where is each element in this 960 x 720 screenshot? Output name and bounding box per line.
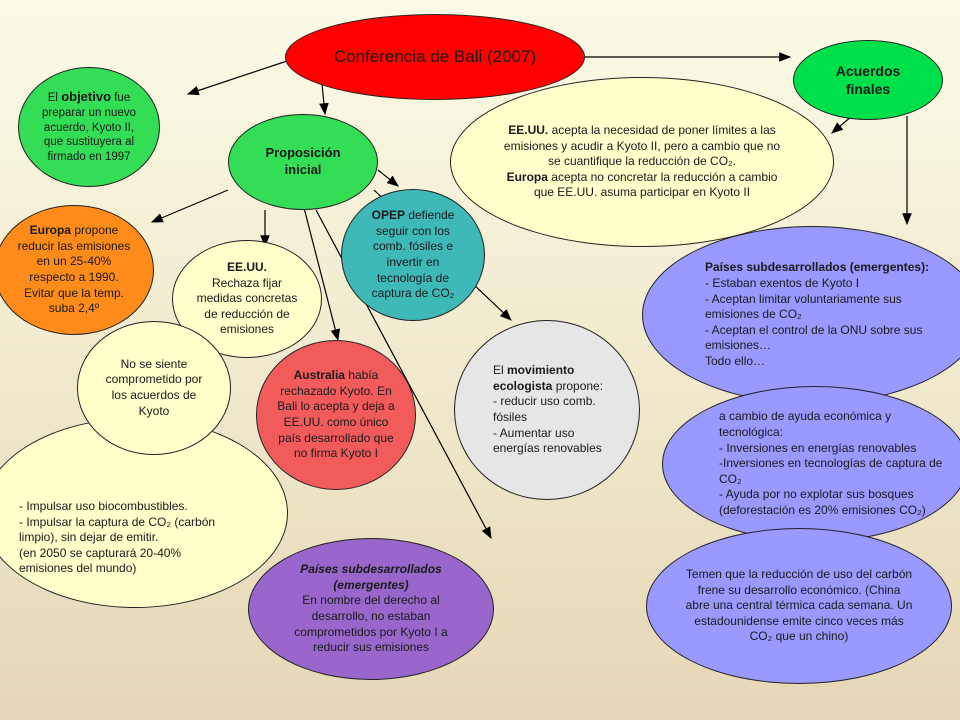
europa-node: Europa propone reducir las emisiones en … [0,205,154,335]
paises-final-line-1: - Estaban exentos de Kyoto I [705,276,860,291]
objetivo-rest: fue preparar un nuevo acuerdo, Kyoto II,… [42,91,136,164]
objetivo-node: El objetivo fue preparar un nuevo acuerd… [18,67,160,187]
title-text: Conferencia de Bali (2007) [333,46,537,66]
opep-bold: OPEP [371,208,405,223]
impulsar-line-2: - Impulsar la captura de CO₂ (carbón lim… [19,514,216,545]
cambio-line-1: a cambio de ayuda económica y tecnológic… [719,409,892,440]
movimiento-node: El movimiento ecologista propone: - redu… [454,320,640,500]
proposicion-node: Proposición inicial [228,114,378,210]
impulsar-text: - Impulsar uso biocombustibles. - Impuls… [0,449,287,577]
opep-node: OPEP defiende seguir con los comb. fósil… [341,189,485,321]
paises-final-line-4: Todo ello… [705,353,766,368]
impulsar-line-1: - Impulsar uso biocombustibles. [19,499,188,514]
eeuu-acuerdo-t1: acepta la necesidad de poner límites a l… [503,123,781,169]
temen-node: Temen que la reducción de uso del carbón… [646,528,952,684]
movimiento-bold: movimiento ecologista [493,363,575,393]
arrow-title-objetivo [186,59,291,96]
no-comprometido-node: No se siente comprometido por los acuerd… [77,321,231,455]
acuerdos-text: Acuerdos finales [835,62,901,97]
paises-emergentes-rest: En nombre del derecho al desarrollo, no … [294,593,448,655]
movimiento-text: El movimiento ecologista propone: - redu… [455,363,639,457]
impulsar-line-3: (en 2050 se capturará 20-40% emisiones d… [19,545,182,576]
movimiento-rest: propone: [552,378,604,393]
paises-emergentes-text: Países subdesarrollados (emergentes) En … [249,562,493,656]
eeuu-acuerdo-node: EE.UU. acepta la necesidad de poner lími… [450,77,834,247]
europa-text: Europa propone reducir las emisiones en … [0,223,153,317]
australia-rest: había rechazado Kyoto. En Bali lo acepta… [277,368,395,461]
arrow-title-proposicion [319,83,329,116]
paises-emergentes-node: Países subdesarrollados (emergentes) En … [248,538,494,680]
eeuu-acuerdo-b1: EE.UU. [508,123,549,138]
movimiento-pre: El [493,363,508,378]
arrow-prop-australia [301,199,340,342]
movimiento-line-1: - reducir uso comb. fósiles [493,394,596,424]
eeuu-acuerdo-b2: Europa [506,169,548,184]
eeuu-acuerdo-t2: acepta no concretar la reducción a cambi… [533,169,778,200]
paises-final-line-3: - Aceptan el control de la ONU sobre sus… [705,322,923,353]
cambio-text: a cambio de ayuda económica y tecnológic… [663,409,960,518]
cambio-line-2: - Inversiones en energías renovables [719,440,917,455]
arrow-acuerdos-eeuu [831,115,853,134]
eeuu-rechaza-text: EE.UU.Rechaza fijar medidas concretas de… [173,260,321,338]
opep-rest: defiende seguir con los comb. fósiles e … [371,208,455,301]
title-node: Conferencia de Bali (2007) [285,14,585,100]
paises-final-line-2: - Aceptan limitar voluntariamente sus em… [705,291,902,322]
objetivo-text: El objetivo fue preparar un nuevo acuerd… [19,89,159,166]
acuerdos-node: Acuerdos finales [793,40,943,120]
paises-emergentes-title: Países subdesarrollados (emergentes) [300,562,442,592]
arrow-prop-europa [150,189,229,223]
temen-text: Temen que la reducción de uso del carbón… [685,567,913,644]
no-comprometido-text: No se siente comprometido por los acuerd… [105,356,203,418]
cambio-line-4: - Ayuda por no explotar sus bosques (def… [719,487,926,517]
eeuu-rechaza-node: EE.UU.Rechaza fijar medidas concretas de… [172,240,322,358]
europa-bold: Europa [29,223,71,238]
objetivo-bold: objetivo [61,88,112,104]
australia-text: Australia había rechazado Kyoto. En Bali… [257,368,415,462]
opep-text: OPEP defiende seguir con los comb. fósil… [342,208,484,302]
eeuu-rechaza-rest: Rechaza fijar medidas concretas de reduc… [196,275,298,337]
movimiento-line-2: - Aumentar uso energías renovables [493,425,602,456]
eeuu-rechaza-bold: EE.UU. [226,260,267,275]
cambio-node: a cambio de ayuda económica y tecnológic… [662,386,960,542]
eeuu-acuerdo-text: EE.UU. acepta la necesidad de poner lími… [451,123,833,201]
paises-final-text: Países subdesarrollados (emergentes): - … [643,260,960,369]
proposicion-text: Proposición inicial [265,145,341,177]
paises-final-node: Países subdesarrollados (emergentes): - … [642,226,960,404]
arrow-prop-opep [377,169,399,187]
paises-final-title: Países subdesarrollados (emergentes): [705,260,930,275]
cambio-line-3: -Inversiones en tecnologías de captura d… [719,456,943,486]
europa-rest: propone reducir las emisiones en un 25-4… [17,223,131,316]
objetivo-pre: El [47,91,62,104]
australia-node: Australia había rechazado Kyoto. En Bali… [256,340,416,490]
australia-bold: Australia [293,368,345,383]
